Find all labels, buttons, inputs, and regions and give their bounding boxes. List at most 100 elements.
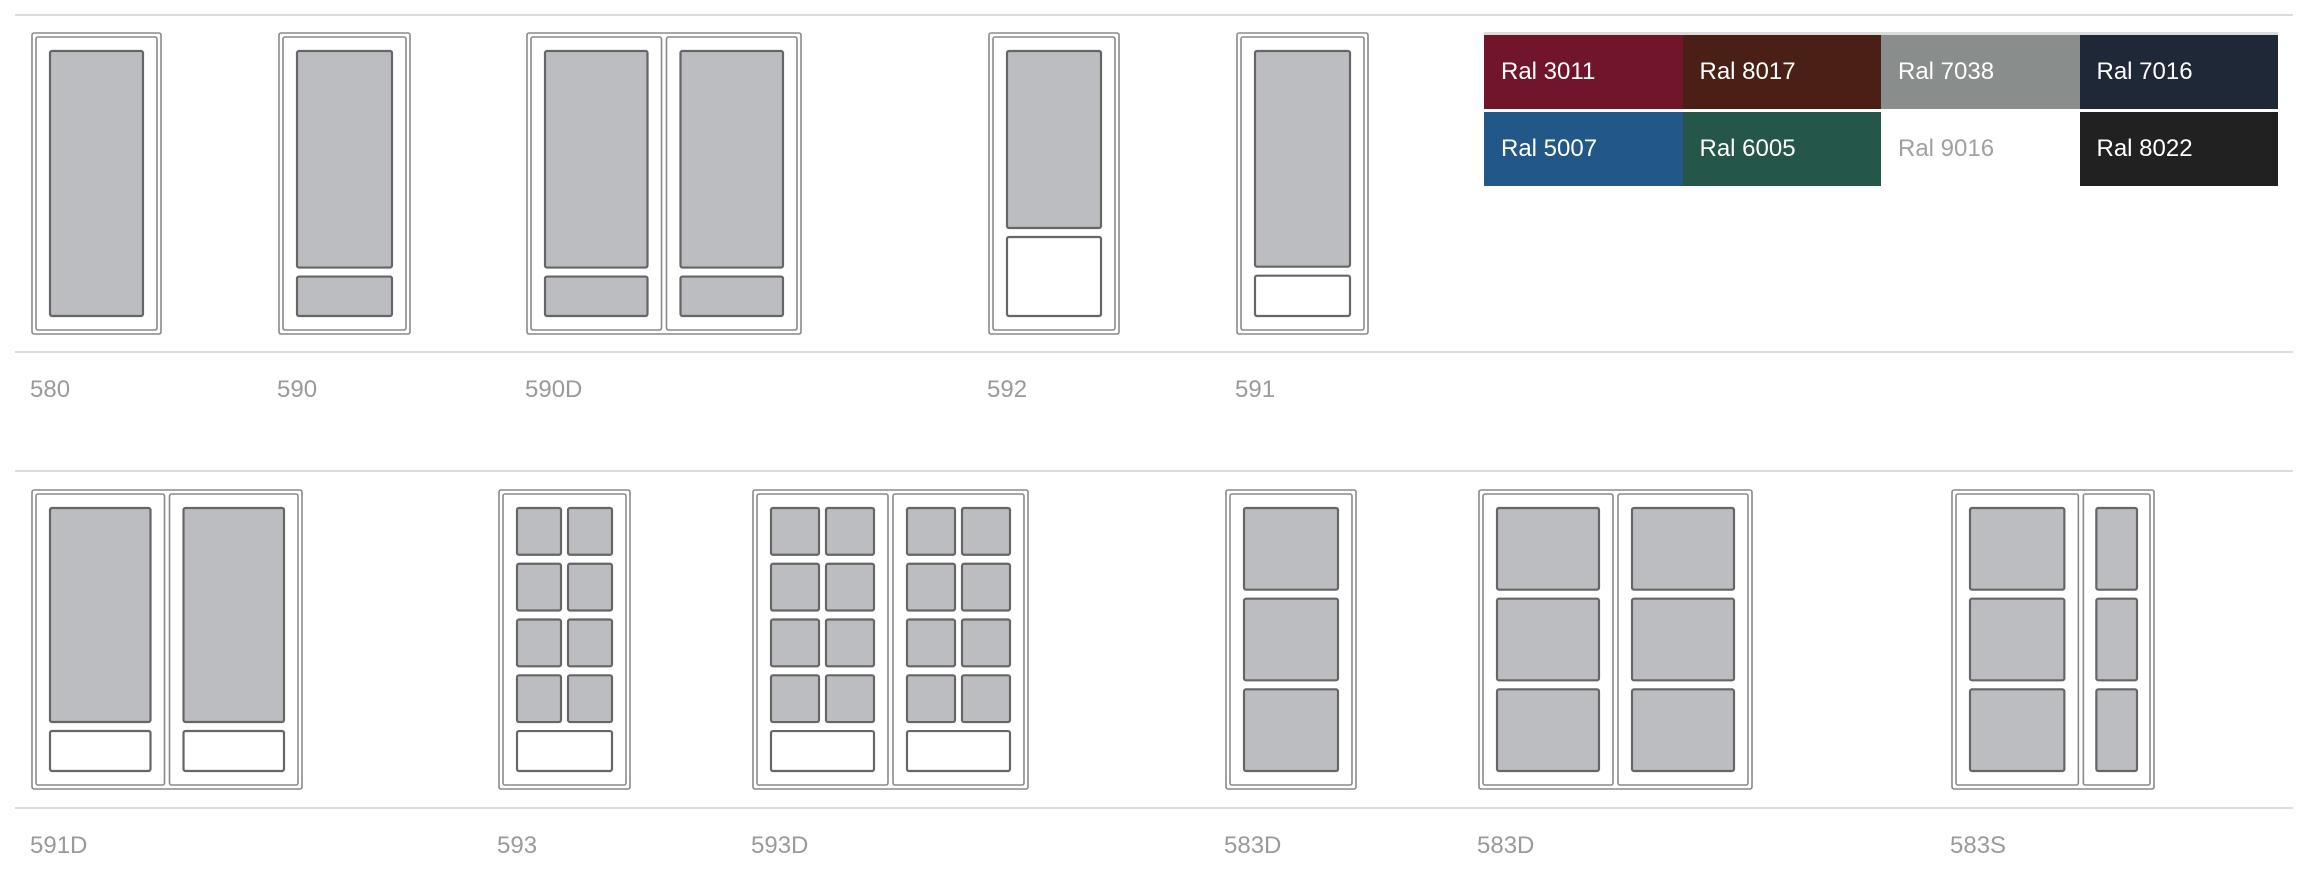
door-model-label: 590 (277, 376, 318, 403)
door-model-label: 590D (525, 376, 583, 403)
glass-panel (960, 618, 1012, 668)
door-model-label: 591D (30, 832, 88, 859)
solid-panel (1253, 274, 1352, 318)
glass-panel (679, 49, 785, 269)
color-swatch-ral-9016[interactable]: Ral 9016 (1881, 112, 2080, 186)
door-592[interactable] (988, 32, 1120, 335)
color-swatch-label: Ral 6005 (1699, 135, 1796, 162)
door-model-label: 583D (1224, 832, 1282, 859)
door-593D[interactable] (752, 489, 1029, 790)
glass-panel (515, 674, 563, 724)
glass-panel (1253, 49, 1352, 268)
glass-panel (515, 506, 563, 556)
door-593[interactable] (498, 489, 631, 790)
door-model-label: 591 (1235, 376, 1276, 403)
color-swatch-ral-3011[interactable]: Ral 3011 (1484, 35, 1683, 109)
door-drawing (752, 489, 1029, 790)
glass-panel (566, 506, 614, 556)
solid-panel (515, 729, 614, 773)
glass-panel (1630, 688, 1736, 773)
glass-panel (1968, 506, 2066, 591)
glass-panel (769, 618, 821, 668)
color-swatch-label: Ral 9016 (1898, 135, 1995, 162)
glass-panel (824, 618, 876, 668)
door-model-label: 583D (1477, 832, 1535, 859)
glass-panel (1005, 49, 1103, 230)
door-model-label: 592 (987, 376, 1028, 403)
color-swatch-ral-7016[interactable]: Ral 7016 (2079, 35, 2278, 109)
color-swatch-ral-5007[interactable]: Ral 5007 (1484, 112, 1683, 186)
glass-panel (1968, 597, 2066, 682)
door-drawing (1478, 489, 1753, 790)
door-583S[interactable] (1951, 489, 2155, 790)
glass-panel (769, 506, 821, 556)
door-model-label: 593D (751, 832, 809, 859)
glass-panel (1495, 688, 1601, 773)
glass-panel (769, 562, 821, 612)
row-2-top-divider (15, 470, 2293, 472)
glass-panel (1242, 688, 1340, 773)
color-swatch-label: Ral 8022 (2096, 135, 2193, 162)
solid-panel (48, 729, 152, 773)
door-590D[interactable] (526, 32, 802, 335)
glass-panel (960, 562, 1012, 612)
door-drawing (31, 32, 162, 335)
glass-panel (566, 618, 614, 668)
color-swatch-label: Ral 5007 (1501, 135, 1598, 162)
color-swatch-label: Ral 7016 (2096, 58, 2193, 85)
glass-panel (515, 562, 563, 612)
door-drawing (498, 489, 631, 790)
glass-panel (824, 506, 876, 556)
color-swatch-label: Ral 8017 (1699, 58, 1796, 85)
door-583[interactable] (1225, 489, 1357, 790)
glass-panel (566, 562, 614, 612)
door-drawing (988, 32, 1120, 335)
color-swatch-label: Ral 3011 (1501, 58, 1596, 85)
door-model-label: 593 (497, 832, 538, 859)
glass-panel (960, 674, 1012, 724)
door-590[interactable] (278, 32, 411, 335)
door-591[interactable] (1236, 32, 1369, 335)
glass-panel (905, 562, 957, 612)
solid-panel (1005, 235, 1103, 318)
door-583D[interactable] (1478, 489, 1753, 790)
glass-panel (824, 562, 876, 612)
glass-panel (295, 275, 394, 318)
glass-panel (1495, 597, 1601, 682)
color-swatch-ral-6005[interactable]: Ral 6005 (1682, 112, 1881, 186)
glass-panel (543, 49, 649, 269)
door-591D[interactable] (31, 489, 303, 790)
glass-panel (48, 506, 152, 724)
color-swatch-ral-7038[interactable]: Ral 7038 (1881, 35, 2080, 109)
glass-panel (679, 275, 785, 318)
glass-panel (515, 618, 563, 668)
glass-panel (295, 49, 394, 269)
row-2-label-divider (15, 807, 2293, 809)
glass-panel (769, 674, 821, 724)
glass-panel (1968, 688, 2066, 773)
door-drawing (1951, 489, 2155, 790)
glass-panel (1630, 506, 1736, 591)
door-580[interactable] (31, 32, 162, 335)
glass-panel (1242, 597, 1340, 682)
glass-panel (566, 674, 614, 724)
row-1-label-divider (15, 351, 2293, 353)
door-drawing (526, 32, 802, 335)
glass-panel (2095, 506, 2139, 591)
glass-panel (2095, 597, 2139, 682)
glass-panel (1630, 597, 1736, 682)
door-model-label: 580 (30, 376, 71, 403)
color-swatch-label: Ral 7038 (1898, 58, 1995, 85)
glass-panel (824, 674, 876, 724)
glass-panel (1495, 506, 1601, 591)
door-model-label: 583S (1950, 832, 2007, 859)
solid-panel (769, 729, 876, 773)
color-swatch-ral-8017[interactable]: Ral 8017 (1682, 35, 1881, 109)
glass-panel (2095, 688, 2139, 773)
glass-panel (543, 275, 649, 318)
door-drawing (31, 489, 303, 790)
solid-panel (905, 729, 1012, 773)
color-swatch-ral-8022[interactable]: Ral 8022 (2079, 112, 2278, 186)
glass-panel (182, 506, 286, 724)
